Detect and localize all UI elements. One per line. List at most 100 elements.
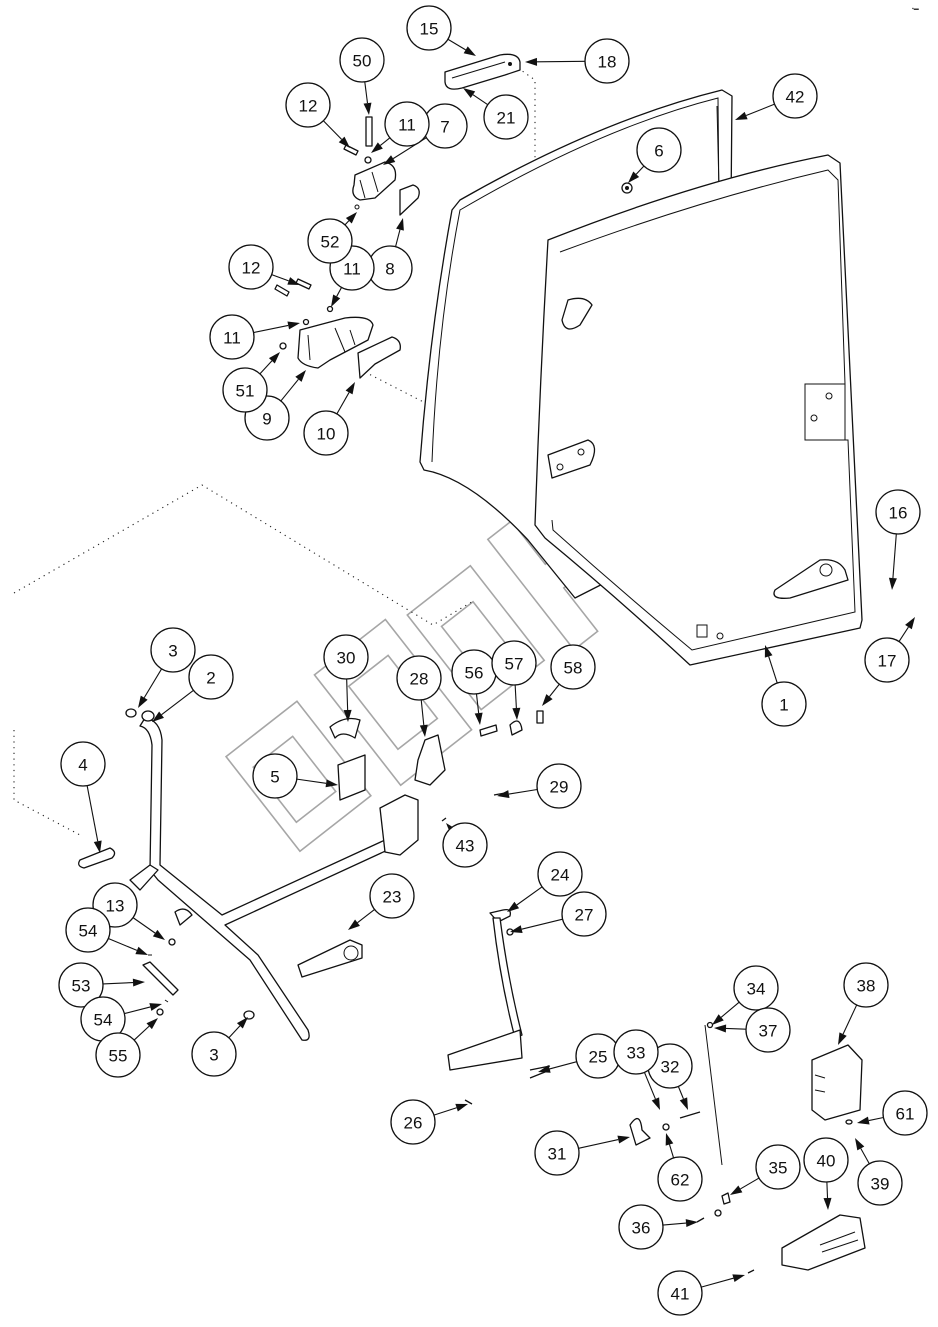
leader-line [635, 165, 645, 175]
callout-label: 3 [168, 642, 177, 661]
arrowhead-icon [905, 617, 915, 630]
callout-label: 12 [242, 259, 261, 278]
arrowhead-icon [338, 136, 350, 148]
shim-plate [337, 754, 366, 801]
callout-circle [442, 822, 488, 868]
arrowhead-icon [132, 978, 145, 987]
callout-17-bolt: 17 [864, 617, 915, 683]
callout-23-bracket: 23 [348, 873, 415, 930]
callout-label: 25 [589, 1048, 608, 1067]
callout-6-clip: 6 [628, 127, 682, 183]
callout-circle [95, 1032, 141, 1078]
leader-line [280, 378, 299, 402]
callout-circle [303, 410, 349, 456]
callout-circle [390, 1099, 436, 1145]
leader-line [143, 668, 163, 699]
callout-54-clip-top: 54 [65, 907, 148, 955]
arrowhead-icon [455, 1103, 468, 1112]
arrowhead-icon [714, 1024, 727, 1033]
callout-circle [384, 101, 430, 147]
leader-line [228, 1025, 241, 1039]
arrowhead-icon [371, 142, 383, 153]
callout-50-hinge-pin: 50 [339, 37, 385, 115]
callout-label: 54 [94, 1011, 113, 1030]
arrowhead-icon [295, 370, 306, 382]
callout-circle [657, 1270, 703, 1316]
arrowhead-icon [525, 57, 538, 66]
callout-label: 26 [404, 1114, 423, 1133]
upper-hinge-shim [399, 184, 420, 216]
callout-label: 39 [871, 1175, 890, 1194]
callout-label: 18 [598, 53, 617, 72]
callout-label: 12 [299, 97, 318, 116]
arrowhead-icon [383, 155, 396, 165]
leader-line [108, 937, 138, 951]
leader-line [898, 626, 909, 642]
arrowhead-icon [538, 1065, 551, 1073]
bracket [297, 939, 363, 978]
leader-line [344, 220, 350, 226]
callout-label: 24 [551, 866, 570, 885]
handrail [125, 708, 419, 1041]
grab-handle [444, 53, 521, 90]
callout-circle [761, 681, 807, 727]
leader-line [668, 1144, 675, 1159]
arrowhead-icon [287, 277, 300, 285]
callout-label: 34 [747, 980, 766, 999]
callout-52-circlip: 52 [307, 212, 357, 264]
leader-line [472, 94, 489, 106]
leader-line [892, 533, 897, 579]
callout-label: 40 [817, 1152, 836, 1171]
callout-circle [584, 38, 630, 84]
clip-part [621, 182, 633, 194]
callout-label: 4 [78, 756, 87, 775]
callout-38-inner-handle-cover: 38 [838, 962, 889, 1045]
arrowhead-icon [419, 724, 428, 737]
gas-strut [142, 938, 179, 1016]
arrowhead-icon [497, 790, 510, 799]
callout-label: 61 [896, 1105, 915, 1124]
callout-label: 42 [786, 88, 805, 107]
lower-hinge-shim [357, 336, 401, 379]
callout-label: 15 [420, 20, 439, 39]
leader-line [549, 1061, 577, 1070]
callout-label: 9 [262, 410, 271, 429]
leader-line [420, 699, 425, 726]
callout-circle [491, 640, 537, 686]
callout-label: 55 [109, 1047, 128, 1066]
corner-mark: ▪▬ [912, 6, 919, 12]
leader-line [516, 886, 543, 906]
arrowhead-icon [665, 1133, 674, 1146]
callout-label: 5 [270, 768, 279, 787]
arrowhead-icon [348, 919, 360, 930]
callout-label: 56 [465, 664, 484, 683]
leader-line [768, 656, 778, 684]
callout-16-nuts: 16 [875, 489, 921, 590]
leader-line [433, 1107, 457, 1116]
callout-58-block: 58 [542, 644, 596, 706]
callout-circle [857, 1160, 903, 1206]
callout-circle [339, 37, 385, 83]
callout-label: 52 [321, 233, 340, 252]
callout-label: 58 [564, 659, 583, 678]
leader-line [536, 60, 586, 63]
callout-label: 57 [505, 655, 524, 674]
callout-label: 30 [337, 649, 356, 668]
arrowhead-icon [651, 1097, 660, 1110]
leader-line [549, 683, 560, 697]
lower-right-parts [464, 1021, 731, 1223]
callout-label: 43 [456, 837, 475, 856]
callout-label: 21 [497, 109, 516, 128]
callout-circle [864, 637, 910, 683]
latch [414, 734, 446, 786]
callout-label: 31 [548, 1145, 567, 1164]
callout-circle [733, 965, 779, 1011]
leader-line [677, 1086, 684, 1100]
callout-circle [396, 655, 442, 701]
arrowhead-icon [135, 946, 148, 955]
arrowhead-icon [510, 925, 523, 934]
leader-line [124, 1006, 151, 1015]
callout-3-cap-top: 3 [138, 627, 196, 708]
callout-4-plate: 4 [60, 741, 106, 853]
